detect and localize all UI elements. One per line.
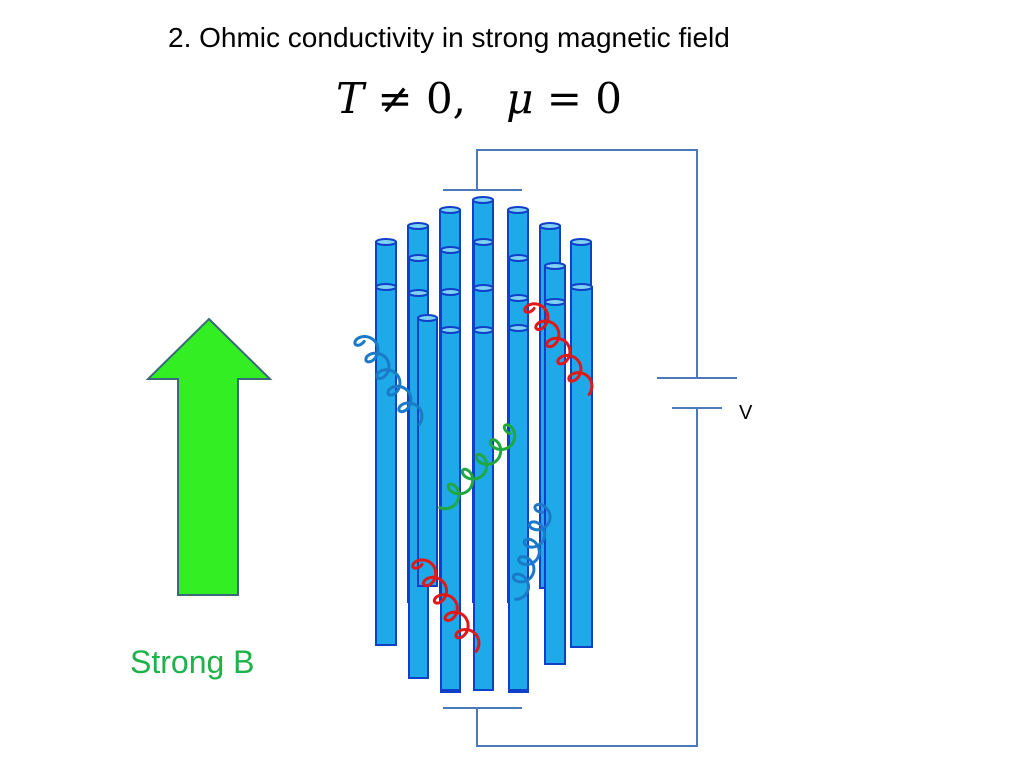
magnetic-field-arrow [145, 317, 273, 596]
flux-tube [544, 298, 566, 665]
flux-tubes-front [375, 283, 593, 693]
temperature-symbol: T [336, 74, 365, 123]
equation: T ≠ 0, μ = 0 [336, 74, 622, 123]
zero-value-1: 0, [425, 74, 467, 123]
gluon-group [353, 302, 594, 653]
flux-tube [417, 314, 438, 587]
circuit-wire-bottom [476, 408, 698, 747]
flux-tube [375, 283, 397, 646]
gluon-coil-blue-left [353, 335, 424, 426]
not-equal-symbol: ≠ [377, 74, 413, 123]
circuit [443, 149, 737, 747]
equals-symbol: = [546, 74, 582, 123]
strong-b-label: Strong B [130, 644, 255, 680]
gluon-coil-red-top [523, 302, 594, 396]
gluon-coil-green [438, 423, 517, 511]
gluon-coil-red-bottom [411, 558, 481, 653]
mu-symbol: μ [506, 74, 534, 123]
zero-value-2: 0 [595, 74, 623, 123]
slide-title: 2. Ohmic conductivity in strong magnetic… [168, 22, 730, 53]
flux-tube [508, 324, 529, 691]
voltage-label: V [739, 402, 753, 424]
gluon-coil-blue-right [511, 503, 552, 601]
circuit-wire-top [476, 149, 698, 378]
flux-tube [570, 283, 593, 648]
flux-tube [473, 326, 494, 691]
